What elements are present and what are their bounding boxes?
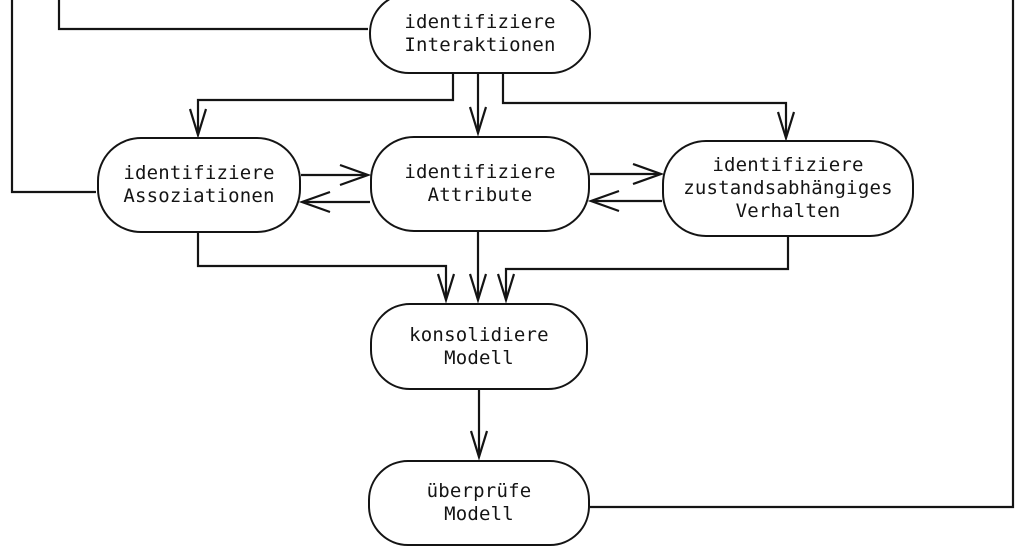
edge-konsolidiere-to-ueberpruefe xyxy=(469,390,489,461)
edge-line xyxy=(504,237,790,299)
node-label: überprüfe Modell xyxy=(426,480,532,525)
edge-arrowhead xyxy=(587,189,620,213)
edge-arrowhead xyxy=(468,106,488,137)
edge-interaktionen-to-assoziationen xyxy=(188,73,455,139)
node-identifiziere-interaktionen: identifiziere Interaktionen xyxy=(369,0,591,74)
edge-attribute-to-assoziationen xyxy=(298,190,370,214)
node-konsolidiere-modell: konsolidiere Modell xyxy=(370,303,588,390)
edge-line xyxy=(501,73,788,137)
edge-arrowhead xyxy=(468,273,488,304)
node-label: identifiziere Assoziationen xyxy=(123,162,275,207)
edge-verhalten-to-konsolidiere xyxy=(496,237,790,304)
edge-ueberpruefe-feedback xyxy=(590,0,1015,509)
edge-arrowhead xyxy=(469,430,489,461)
node-identifiziere-attribute: identifiziere Attribute xyxy=(370,136,590,232)
edge-arrowhead xyxy=(776,111,796,142)
node-label: konsolidiere Modell xyxy=(409,323,549,369)
edge-attribute-to-konsolidiere xyxy=(468,232,488,304)
edge-attribute-to-verhalten xyxy=(590,162,665,186)
edge-arrowhead xyxy=(496,273,516,304)
edge-assoziationen-to-konsolidiere xyxy=(196,233,456,304)
edge-assoziationen-to-attribute xyxy=(301,163,372,187)
node-label: identifiziere Interaktionen xyxy=(404,10,556,56)
edge-interaktionen-to-attribute xyxy=(468,73,488,137)
node-label: identifiziere zustandsabhängiges Verhalt… xyxy=(683,154,893,222)
node-identifiziere-assoziationen: identifiziere Assoziationen xyxy=(97,137,301,233)
edge-arrowhead xyxy=(632,162,665,186)
edge-arrowhead xyxy=(298,190,331,214)
edge-arrowhead xyxy=(436,273,456,304)
edge-interaktionen-to-verhalten xyxy=(501,73,796,142)
edge-line xyxy=(57,0,368,31)
edge-verhalten-to-attribute xyxy=(587,189,662,213)
edge-arrowhead xyxy=(188,108,208,139)
edge-line xyxy=(196,233,448,299)
node-ueberpruefe-modell: überprüfe Modell xyxy=(368,460,590,546)
edge-offscreen-to-interaktionen xyxy=(57,0,368,31)
edge-offscreen-to-assoziationen xyxy=(10,0,96,194)
node-label: identifiziere Attribute xyxy=(404,161,556,206)
node-identifiziere-zustandsabhaengiges-verhalten: identifiziere zustandsabhängiges Verhalt… xyxy=(662,140,914,237)
edge-line xyxy=(196,73,455,134)
edge-arrowhead xyxy=(339,163,372,187)
edge-line xyxy=(590,0,1015,509)
edge-line xyxy=(10,0,96,194)
